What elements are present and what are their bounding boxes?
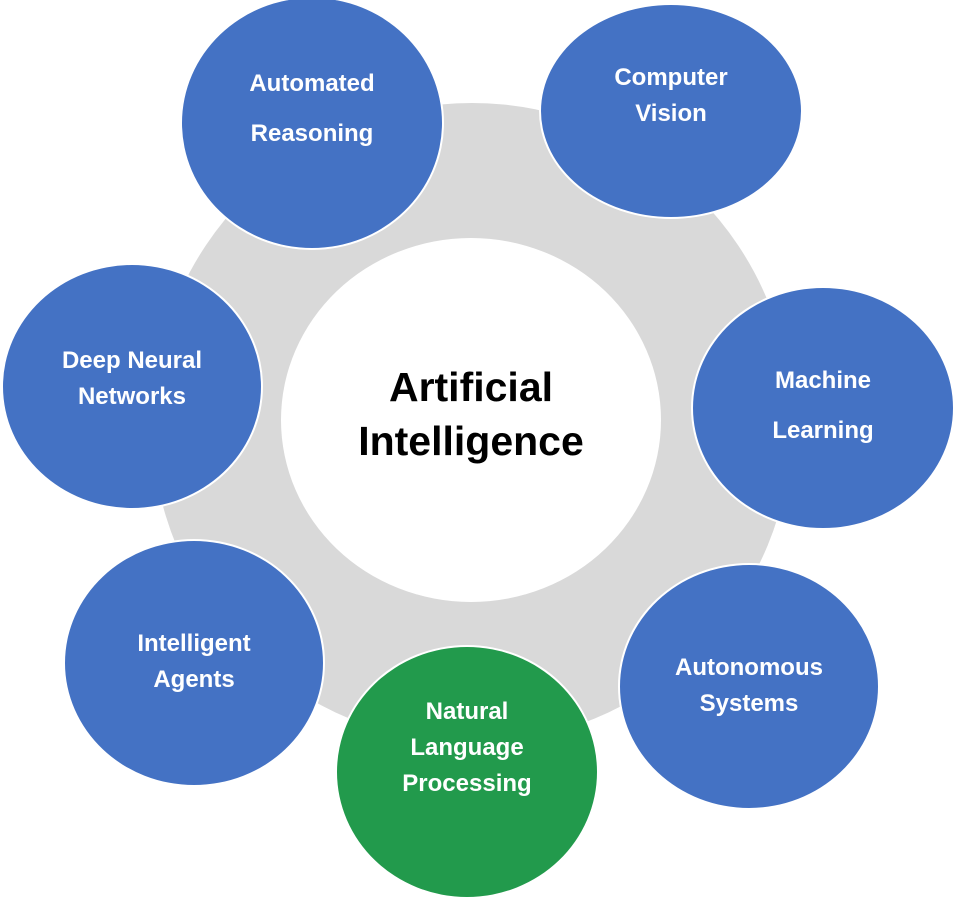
node-label: Autonomous Systems [675,653,823,717]
node-autonomous-systems: Autonomous Systems [618,563,880,810]
node-intelligent-agents: Intelligent Agents [63,539,325,787]
node-natural-language-processing: Natural Language Processing [335,645,599,899]
node-computer-vision: Computer Vision [539,3,803,219]
center-label: Artificial Intelligence [358,364,584,464]
node-label: Deep Neural Networks [61,346,203,410]
node-label: Natural Language Processing [402,698,532,797]
node-label: Machine Learning [772,367,874,444]
node-automated-reasoning: Automated Reasoning [180,0,444,250]
node-label: Intelligent Agents [137,630,251,693]
center-circle: Artificial Intelligence [281,238,661,602]
node-label: Computer Vision [614,64,728,127]
node-machine-learning: Machine Learning [691,286,955,530]
node-deep-neural-networks: Deep Neural Networks [1,263,263,510]
node-label: Automated Reasoning [249,70,375,147]
